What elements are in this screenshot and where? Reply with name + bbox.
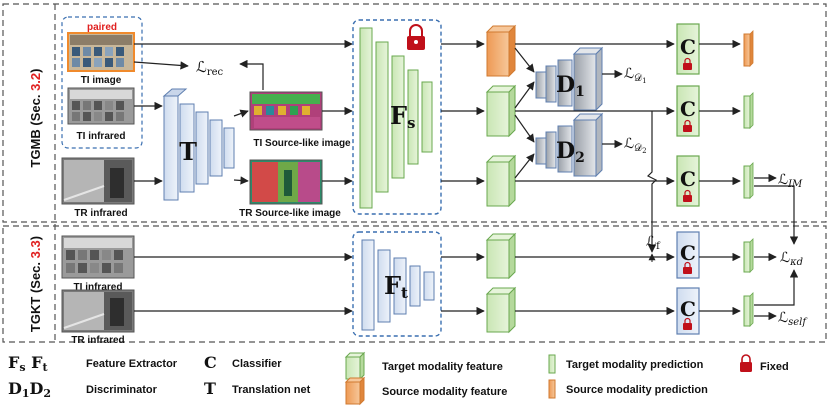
tgkt-target-feature-cube-2 [485, 286, 517, 334]
classifier-lock-icon-1 [683, 57, 692, 70]
legend-target-feature: Target modality feature [382, 361, 503, 373]
legend-source-prediction: Source modality prediction [566, 384, 708, 396]
tgkt-ti-infrared-label: TI infrared [74, 282, 123, 293]
target-prediction-bar-1 [743, 92, 754, 129]
legend-source-feature: Source modality feature [382, 386, 507, 398]
ti-image-thumbnail [67, 32, 135, 72]
source-feature-cube [485, 24, 517, 78]
discriminator-d2 [535, 112, 604, 178]
d1-symbol: D1 [556, 72, 585, 100]
tgkt-tr-infrared-thumbnail [61, 289, 135, 333]
paired-box [61, 16, 143, 149]
d2-symbol: D2 [556, 138, 585, 166]
legend-fixed-lock-icon [740, 354, 752, 372]
tgmb-section-label: TGMB (Sec. 3.2) [28, 68, 43, 167]
ti-infrared-thumbnail [67, 87, 135, 125]
loss-kd: ℒκd [780, 250, 803, 268]
paired-label: paired [87, 22, 117, 33]
tr-source-like-thumbnail [249, 159, 323, 205]
fs-layers [359, 27, 433, 209]
legend-c-symbol: C [204, 353, 217, 372]
tgkt-target-feature-cube-1 [485, 232, 517, 280]
translation-net-t [162, 88, 235, 201]
legend-target-prediction: Target modality prediction [566, 359, 704, 371]
loss-im: ℒIM [778, 172, 803, 190]
loss-d2: ℒ𝒟2 [624, 136, 647, 155]
ti-source-like-thumbnail [249, 91, 323, 131]
legend-fs-ft: Fs Ft [8, 353, 49, 374]
target-feature-cube-2 [485, 154, 517, 208]
legend-translation-net: Translation net [232, 384, 311, 396]
ft-symbol: Ft [384, 271, 408, 302]
tgkt-target-prediction-bar-2 [743, 292, 754, 327]
legend-classifier: Classifier [232, 358, 282, 370]
classifier-label-2: C [680, 97, 696, 121]
target-feature-cube-1 [485, 84, 517, 138]
t-symbol: T [179, 137, 197, 166]
classifier-lock-icon-3 [683, 189, 692, 202]
classifier-label-1: C [680, 35, 696, 59]
tgkt-frame [2, 225, 827, 343]
tr-source-like-label: TR Source-like image [239, 208, 341, 219]
fs-symbol: Fs [390, 101, 416, 132]
ft-layers [361, 239, 435, 331]
ft-box [352, 231, 442, 337]
legend-feature-extractor: Feature Extractor [86, 358, 178, 370]
classifier-lock-icon-4 [683, 261, 692, 274]
legend-t-symbol: T [204, 379, 216, 398]
legend-fixed: Fixed [760, 361, 789, 373]
loss-f: ℒf [646, 234, 661, 252]
fs-box [352, 19, 442, 215]
source-prediction-bar [743, 30, 754, 67]
legend-source-prediction-swatch [548, 379, 556, 399]
tr-infrared-label: TR infrared [74, 208, 127, 219]
ti-source-like-label: TI Source-like image [253, 138, 351, 149]
classifier-label-5: C [680, 297, 696, 321]
ti-infrared-label: TI infrared [77, 131, 126, 142]
target-prediction-bar-2 [743, 162, 754, 199]
loss-self: ℒself [778, 310, 808, 328]
classifier-tgkt-1 [676, 231, 700, 279]
classifier-tgmb-1 [676, 23, 700, 75]
fs-lock-icon [407, 24, 425, 50]
legend-d1d2: D1D2 [8, 379, 51, 400]
loss-rec: ℒrec [196, 58, 224, 78]
legend-discriminator: Discriminator [86, 384, 158, 396]
ti-image-label: TI image [81, 75, 122, 86]
discriminator-d1 [535, 46, 604, 112]
loss-d1: ℒ𝒟1 [624, 66, 647, 85]
classifier-lock-icon-5 [683, 317, 692, 330]
tgkt-tr-infrared-label: TR infrared [71, 335, 124, 346]
tgkt-ti-infrared-thumbnail [61, 235, 135, 279]
tgkt-section-label: TGKT (Sec. 3.3) [28, 236, 43, 332]
legend: Fs Ft Feature Extractor C Classifier D1D… [8, 351, 789, 406]
legend-target-prediction-swatch [548, 354, 556, 374]
classifier-label-3: C [680, 167, 696, 191]
tgmb-frame [2, 3, 827, 223]
tr-infrared-thumbnail [61, 157, 135, 205]
legend-source-feature-swatch [344, 376, 366, 406]
tgkt-target-prediction-bar-1 [743, 238, 754, 273]
legend-target-feature-swatch [344, 351, 366, 381]
classifier-label-4: C [680, 241, 696, 265]
classifier-lock-icon-2 [683, 119, 692, 132]
